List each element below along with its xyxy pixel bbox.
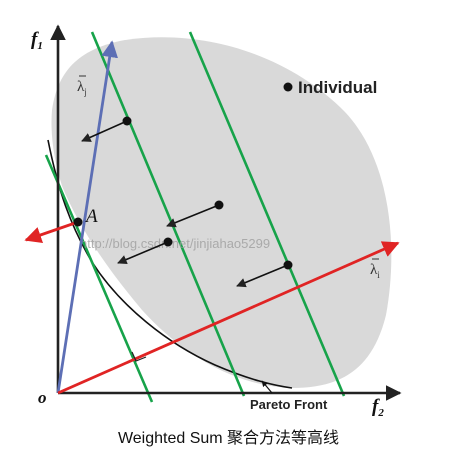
legend-label: Individual (298, 78, 377, 97)
origin-label: o (38, 388, 47, 407)
direction-arrow-at-a (24, 220, 79, 243)
right-angle-marker (131, 351, 147, 362)
contour-line-3 (188, 31, 346, 397)
f1-axis-label: f1 (31, 29, 43, 52)
point-a-dot (73, 217, 83, 227)
individual-1 (81, 116, 132, 142)
weight-vector-lambda-j (56, 40, 119, 394)
pareto-front-curve (47, 139, 293, 389)
pareto-front-label: Pareto Front (250, 397, 328, 412)
individual-3 (117, 237, 173, 265)
pareto-front-pointer (261, 380, 273, 394)
legend-dot (283, 82, 293, 92)
lambda-j-label: λj (77, 75, 87, 97)
svg-text:λi: λi (370, 262, 380, 280)
lambda-i-label: λi (370, 258, 380, 280)
point-a-label: A (84, 206, 98, 227)
figure-caption: Weighted Sum 聚合方法等高线 (117, 430, 340, 447)
objective-region (51, 37, 392, 389)
weight-vector-lambda-i (57, 241, 400, 395)
contour-line-2 (90, 31, 246, 397)
f2-axis-label: f2 (372, 396, 384, 419)
watermark-text: http://blog.csdn.net/jinjiahao5299 (80, 236, 270, 251)
svg-text:λj: λj (77, 79, 87, 97)
individual-4 (236, 260, 293, 288)
individual-2 (166, 200, 224, 228)
